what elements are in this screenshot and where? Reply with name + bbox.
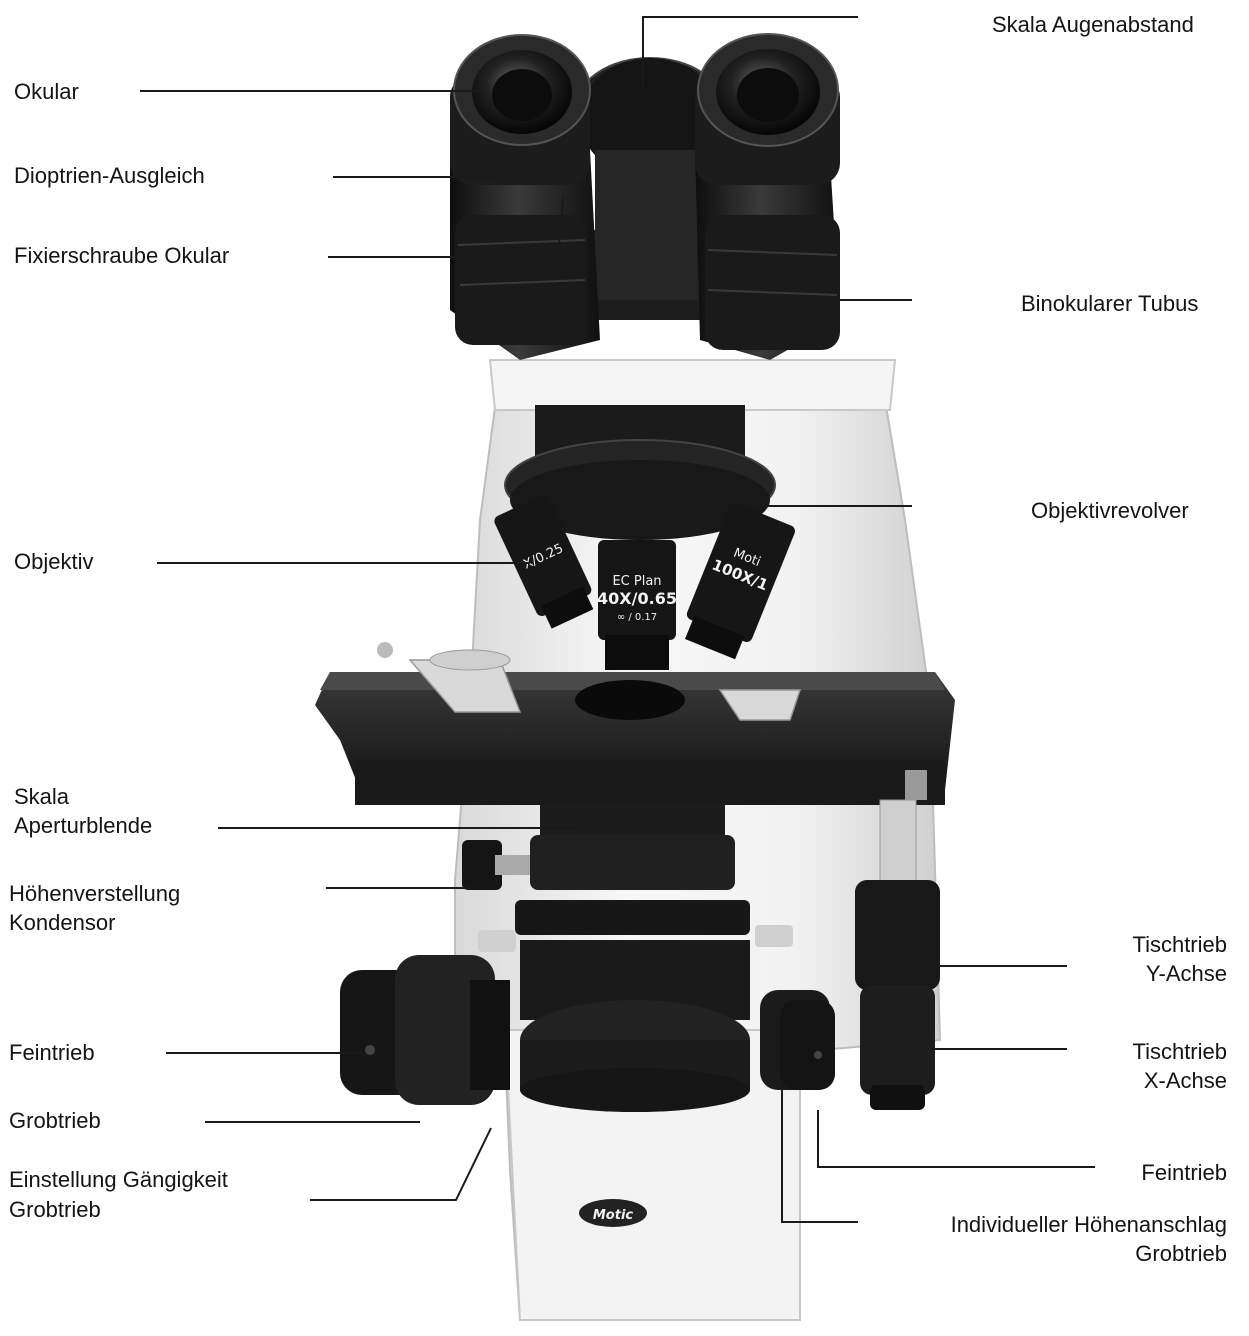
label-skala-augenabstand: Skala Augenabstand xyxy=(992,11,1194,39)
label-objektiv: Objektiv xyxy=(14,548,93,576)
label-hoehenanschlag-line2: Grobtrieb xyxy=(1135,1240,1227,1268)
brand-logo-text: Motic xyxy=(593,1208,634,1223)
label-objektivrevolver: Objektivrevolver xyxy=(1031,497,1189,525)
objective-40x-engraving-3: ∞ / 0.17 xyxy=(617,612,657,623)
leader-feintrieb-right xyxy=(818,1110,1095,1167)
label-tischtrieb-y-line1: Tischtrieb xyxy=(1132,931,1227,959)
label-binokularer-tubus: Binokularer Tubus xyxy=(1021,290,1198,318)
label-grobtrieb: Grobtrieb xyxy=(9,1107,101,1135)
label-einstellung-line1: Einstellung Gängigkeit xyxy=(9,1166,228,1194)
label-hoehenverstellung-line1: Höhenverstellung xyxy=(9,880,180,908)
label-feintrieb-left: Feintrieb xyxy=(9,1039,95,1067)
label-skala-aperturblende-line2: Aperturblende xyxy=(14,812,152,840)
label-hoehenanschlag-line1: Individueller Höhenanschlag xyxy=(951,1211,1227,1239)
objective-40x-engraving-1: EC Plan xyxy=(612,574,661,589)
label-hoehenverstellung-line2: Kondensor xyxy=(9,909,115,937)
label-fixierschraube-okular: Fixierschraube Okular xyxy=(14,242,229,270)
label-tischtrieb-x-line1: Tischtrieb xyxy=(1132,1038,1227,1066)
label-feintrieb-right: Feintrieb xyxy=(1141,1159,1227,1187)
binocular-head xyxy=(450,34,840,360)
label-okular: Okular xyxy=(14,78,79,106)
label-dioptrien-ausgleich: Dioptrien-Ausgleich xyxy=(14,162,205,190)
objective-40x-engraving-2: 40X/0.65 xyxy=(597,589,677,608)
label-einstellung-line2: Grobtrieb xyxy=(9,1196,101,1224)
label-tischtrieb-y-line2: Y-Achse xyxy=(1146,960,1227,988)
label-tischtrieb-x-line2: X-Achse xyxy=(1144,1067,1227,1095)
label-skala-aperturblende-line1: Skala xyxy=(14,783,69,811)
leader-einstellung xyxy=(310,1128,491,1200)
